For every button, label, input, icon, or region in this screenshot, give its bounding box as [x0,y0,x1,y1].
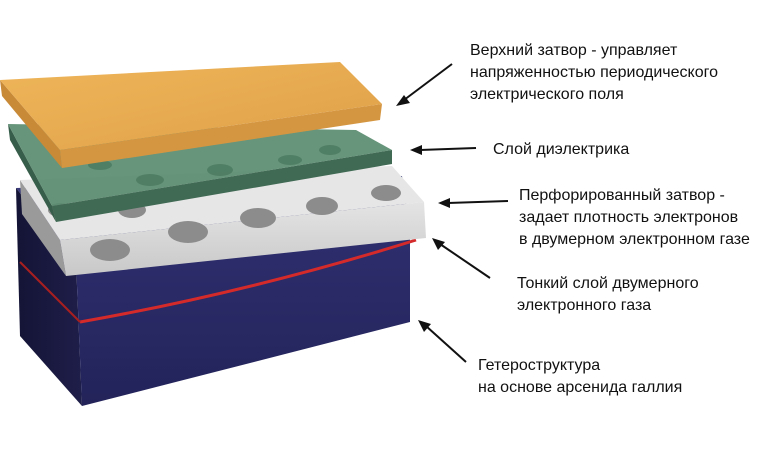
arrows [396,63,509,363]
label-heterostructure-line-1: Гетероструктура [478,357,601,374]
perforated-gate-layer [20,166,426,276]
label-perforated-gate-line-2: задает плотность электронов [519,209,739,226]
electron-gas-layer [19,238,417,324]
label-heterostructure-line-2: на основе арсенида галлия [478,379,683,396]
arrow-electron-gas-icon [432,238,491,279]
label-heterostructure: Гетероструктура на основе арсенида галли… [478,355,682,399]
label-electron-gas-line-2: электронного газа [517,297,652,314]
label-top-gate-line-1: Верхний затвор - управляет [470,42,678,59]
label-electron-gas: Тонкий слой двумерного электронного газа [517,273,699,317]
label-top-gate-line-2: напряженностью периодического [470,64,718,81]
arrow-top-gate-icon [396,63,453,106]
label-dielectric-line-1: Слой диэлектрика [493,141,630,158]
label-electron-gas-line-1: Тонкий слой двумерного [517,275,699,292]
label-perforated-gate-line-1: Перфорированный затвор - [519,187,725,204]
arrow-perforated-gate-icon [438,198,509,208]
dielectric-layer [8,124,392,222]
arrow-dielectric-icon [410,145,477,155]
label-top-gate: Верхний затвор - управляет напряженность… [470,40,718,106]
top-gate-layer [0,62,382,168]
arrow-heterostructure-icon [418,320,467,363]
label-perforated-gate: Перфорированный затвор - задает плотност… [519,185,750,251]
label-dielectric: Слой диэлектрика [493,139,629,161]
label-top-gate-line-3: электрического поля [470,86,624,103]
label-perforated-gate-line-3: в двумерном электронном газе [519,231,750,248]
